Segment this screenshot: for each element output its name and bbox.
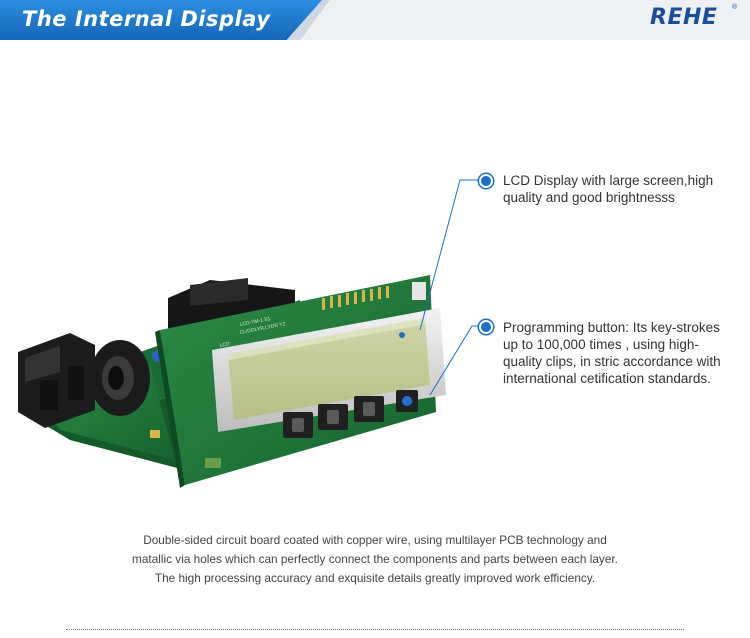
description-line: Double-sided circuit board coated with c…	[143, 533, 607, 547]
button-4	[396, 390, 418, 412]
button-1	[283, 412, 313, 438]
header-pins	[322, 286, 389, 310]
button-3	[354, 396, 384, 422]
callout-bullet-icon	[479, 174, 493, 188]
programming-buttons	[283, 390, 418, 438]
terminal-clamp	[18, 333, 95, 428]
board-silkscreen-1: LCD-YM-1.S1	[239, 316, 271, 328]
brand-logo: REHE	[650, 5, 718, 30]
component	[150, 430, 160, 438]
button-2	[318, 404, 348, 430]
page-title: The Internal Display	[22, 7, 271, 31]
lcd-display	[212, 308, 446, 432]
description-text: Double-sided circuit board coated with c…	[60, 531, 690, 588]
component	[205, 458, 221, 468]
board-silkscreen-tag: LCD	[219, 341, 230, 349]
callout-programming-button: Programming button: Its key-strokes up t…	[503, 320, 721, 386]
callout-lcd-display: LCD Display with large screen,high quali…	[503, 173, 714, 205]
description-line: The high processing accuracy and exquisi…	[154, 571, 596, 585]
current-transformer	[90, 340, 164, 416]
brand-registered-mark: ®	[732, 4, 738, 11]
title-banner	[0, 0, 322, 40]
description-line: matallic via holes which can perfectly c…	[132, 552, 618, 566]
callout-bullet-icon	[479, 320, 493, 334]
dotted-divider	[66, 629, 684, 630]
